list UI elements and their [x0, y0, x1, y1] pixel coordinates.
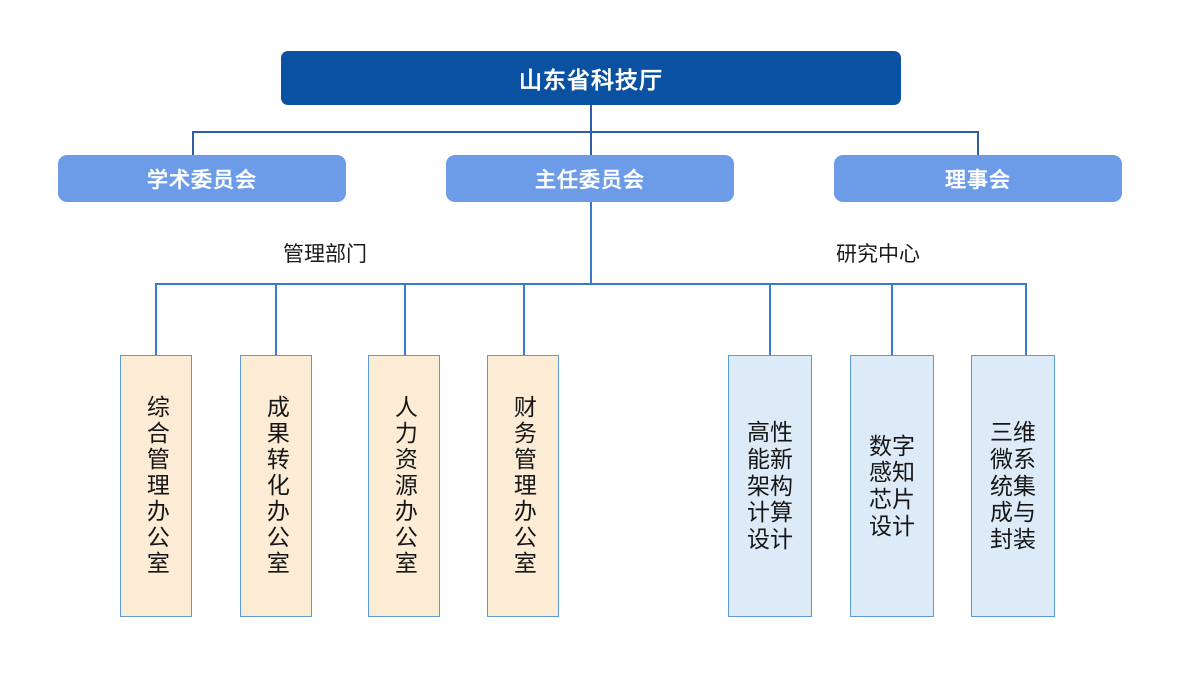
group-label-research-text: 研究中心	[836, 243, 920, 266]
node-3d-microsystem-center[interactable]: 三维微系统集成与封装	[971, 355, 1055, 617]
connector-drop-general-admin	[155, 283, 157, 355]
node-general-admin-office[interactable]: 综合管理办公室	[120, 355, 192, 617]
node-academic-committee-label: 学术委员会	[147, 168, 257, 192]
node-board-of-directors[interactable]: 理事会	[834, 155, 1122, 202]
node-general-admin-office-label: 综合管理办公室	[143, 395, 170, 577]
connector-committee-bus	[192, 131, 979, 133]
connector-drop-3d-microsystem	[1025, 283, 1027, 355]
node-academic-committee[interactable]: 学术委员会	[58, 155, 346, 202]
node-sensing-chip-center[interactable]: 数字感知芯片设计	[850, 355, 934, 617]
connector-drop-board	[977, 131, 979, 156]
group-label-management: 管理部门	[283, 238, 367, 268]
node-tech-transfer-office[interactable]: 成果转化办公室	[240, 355, 312, 617]
connector-root-stem	[590, 105, 592, 132]
node-3d-microsystem-center-label: 三维微系统集成与封装	[990, 419, 1036, 552]
node-director-committee[interactable]: 主任委员会	[446, 155, 734, 202]
group-label-management-text: 管理部门	[283, 243, 367, 266]
node-sensing-chip-center-label: 数字感知芯片设计	[869, 432, 915, 539]
node-hpc-architecture-center-label: 高性能新架构计算设计	[747, 419, 793, 552]
connector-drop-hr	[404, 283, 406, 355]
group-label-research: 研究中心	[836, 238, 920, 268]
node-root-shandong-dept[interactable]: 山东省科技厅	[281, 51, 901, 105]
node-director-committee-label: 主任委员会	[535, 168, 645, 192]
node-human-resources-office[interactable]: 人力资源办公室	[368, 355, 440, 617]
node-human-resources-office-label: 人力资源办公室	[391, 395, 418, 577]
node-root-label: 山东省科技厅	[519, 67, 663, 93]
connector-drop-tech-transfer	[275, 283, 277, 355]
node-board-of-directors-label: 理事会	[945, 168, 1011, 192]
node-finance-office-label: 财务管理办公室	[510, 395, 537, 577]
connector-units-bus	[155, 283, 1026, 285]
node-tech-transfer-office-label: 成果转化办公室	[263, 395, 290, 577]
connector-drop-director	[590, 131, 592, 156]
connector-director-stem	[590, 202, 592, 284]
connector-drop-finance	[523, 283, 525, 355]
connector-drop-sensing-chip	[891, 283, 893, 355]
connector-drop-hpc-architecture	[769, 283, 771, 355]
node-finance-office[interactable]: 财务管理办公室	[487, 355, 559, 617]
connector-drop-academic	[192, 131, 194, 156]
node-hpc-architecture-center[interactable]: 高性能新架构计算设计	[728, 355, 812, 617]
